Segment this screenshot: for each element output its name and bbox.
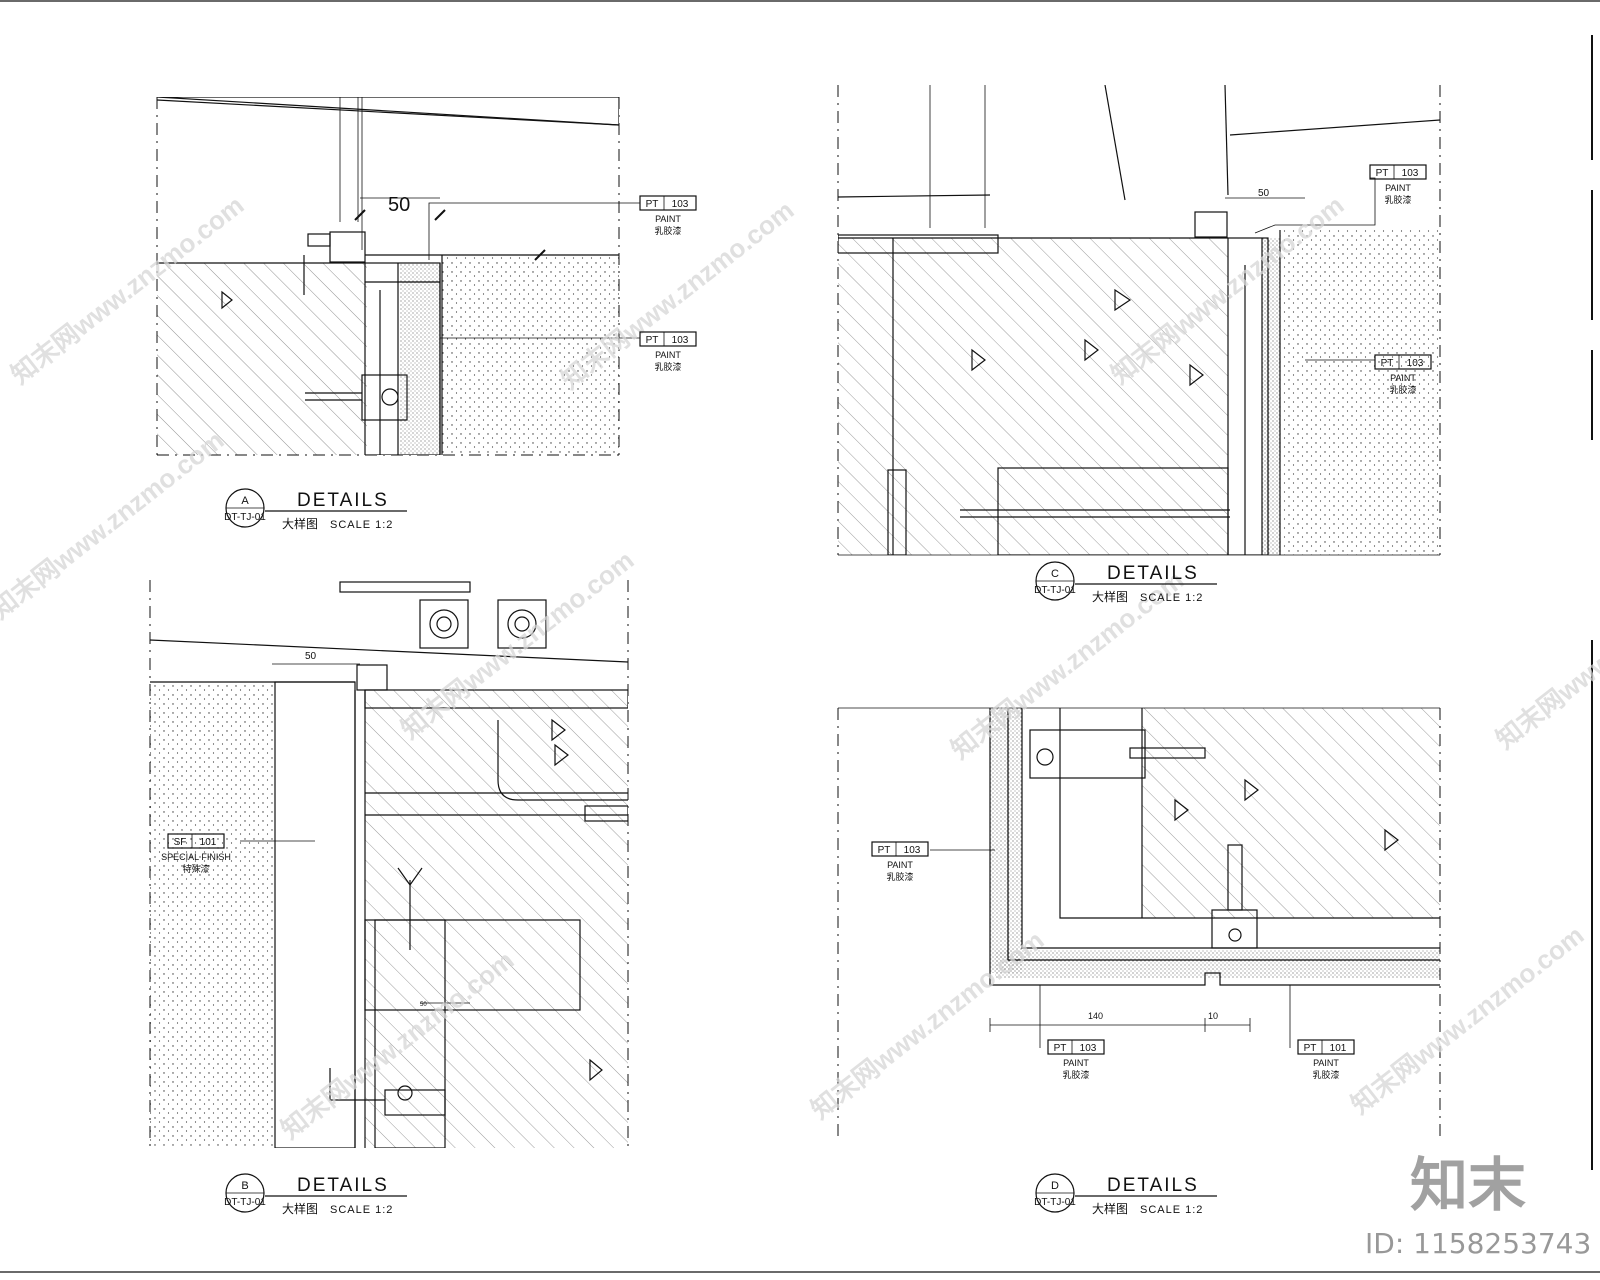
detail-a-material-label-cn: 乳胶漆 [654,361,681,372]
detail-c-mark: C [1051,568,1059,580]
detail-d-material-code: PT [1054,1043,1067,1054]
detail-b-material-label-cn: 特殊漆 [182,863,209,874]
watermark-text: 知末网www.znzmo.com [1345,920,1589,1120]
detail-a-ref: DT-TJ-01 [224,512,266,523]
detail-a-material-code: PT [646,199,659,210]
detail-a-material-label: PAINT [655,214,681,224]
brand-logo-watermark: 知末 [1410,1151,1526,1219]
detail-b-subtitle-cn: 大样图 [282,1201,318,1216]
detail-c-drawing [837,85,1441,556]
detail-a-material-tag [639,331,697,347]
detail-b-material-number: 101 [200,837,217,848]
detail-d-material-label-cn: 乳胶漆 [1062,1069,1089,1080]
detail-a-material-code: PT [646,335,659,346]
detail-a-title: DETAILS [297,490,389,511]
detail-c-material-code: PT [1381,358,1394,369]
detail-c-material-label: PAINT [1390,373,1416,383]
detail-c-material-label-cn: 乳胶漆 [1384,194,1411,205]
detail-b-material-label: SPECIAL FINISH [161,852,231,862]
detail-d-material-number: 103 [904,845,921,856]
detail-b-scale: SCALE 1:2 [330,1204,393,1216]
detail-d-material-label: PAINT [887,860,913,870]
detail-d-material-label: PAINT [1063,1058,1089,1068]
detail-a-material-label-cn: 乳胶漆 [654,225,681,236]
detail-d-material-number: 103 [1080,1043,1097,1054]
detail-a-mark: A [241,495,249,507]
detail-b-material-tag [167,833,225,849]
detail-b-mark: B [241,1180,248,1192]
detail-c-title: DETAILS [1107,563,1199,584]
detail-d-dimension: 140 [1088,1011,1103,1021]
detail-b-dimension: 50 [420,1002,427,1008]
detail-c-scale: SCALE 1:2 [1140,592,1203,604]
detail-b-title: DETAILS [297,1175,389,1196]
detail-c-material-number: 103 [1402,168,1419,179]
detail-c-subtitle-cn: 大样图 [1092,589,1128,604]
detail-d-material-code: PT [878,845,891,856]
detail-c-material-label-cn: 乳胶漆 [1389,384,1416,395]
detail-d-scale: SCALE 1:2 [1140,1204,1203,1216]
detail-d-material-tag [871,841,929,857]
detail-d-material-label-cn: 乳胶漆 [1312,1069,1339,1080]
detail-a-material-number: 103 [672,199,689,210]
detail-d-material-label: PAINT [1313,1058,1339,1068]
detail-d-material-tag [1047,1039,1105,1055]
detail-a-material-label: PAINT [655,350,681,360]
detail-d-mark: D [1051,1180,1059,1192]
detail-c-material-label: PAINT [1385,183,1411,193]
detail-d-subtitle-cn: 大样图 [1092,1201,1128,1216]
detail-c-ref: DT-TJ-01 [1034,585,1076,596]
detail-c-material-code: PT [1376,168,1389,179]
detail-d-material-code: PT [1304,1043,1317,1054]
detail-c-material-tag [1369,164,1427,180]
detail-d-material-tag [1297,1039,1355,1055]
detail-d-ref: DT-TJ-01 [1034,1197,1076,1208]
detail-d-title: DETAILS [1107,1175,1199,1196]
detail-d-dimension: 10 [1208,1011,1218,1021]
detail-b-dimension: 50 [305,651,317,662]
detail-d-drawing [837,707,1441,1140]
detail-a-material-number: 103 [672,335,689,346]
detail-d-material-label-cn: 乳胶漆 [886,871,913,882]
detail-a-subtitle-cn: 大样图 [282,516,318,531]
detail-d-material-number: 101 [1330,1043,1347,1054]
detail-a-dimension: 50 [388,194,410,216]
detail-c-material-number: 103 [1407,358,1424,369]
detail-a-material-tag [639,195,697,211]
detail-a-scale: SCALE 1:2 [330,519,393,531]
detail-a-drawing [156,97,640,456]
detail-c-material-tag [1374,354,1432,370]
detail-b-drawing [149,580,629,1148]
watermark-text: 知末网www.znzmo.com [1490,555,1600,755]
watermark-text: 知末网www.znzmo.com [0,425,229,625]
detail-c-dimension: 50 [1258,188,1270,199]
detail-b-ref: DT-TJ-01 [224,1197,266,1208]
detail-b-material-code: SF [174,837,187,848]
image-id-label: ID: 1158253743 [1365,1227,1591,1260]
